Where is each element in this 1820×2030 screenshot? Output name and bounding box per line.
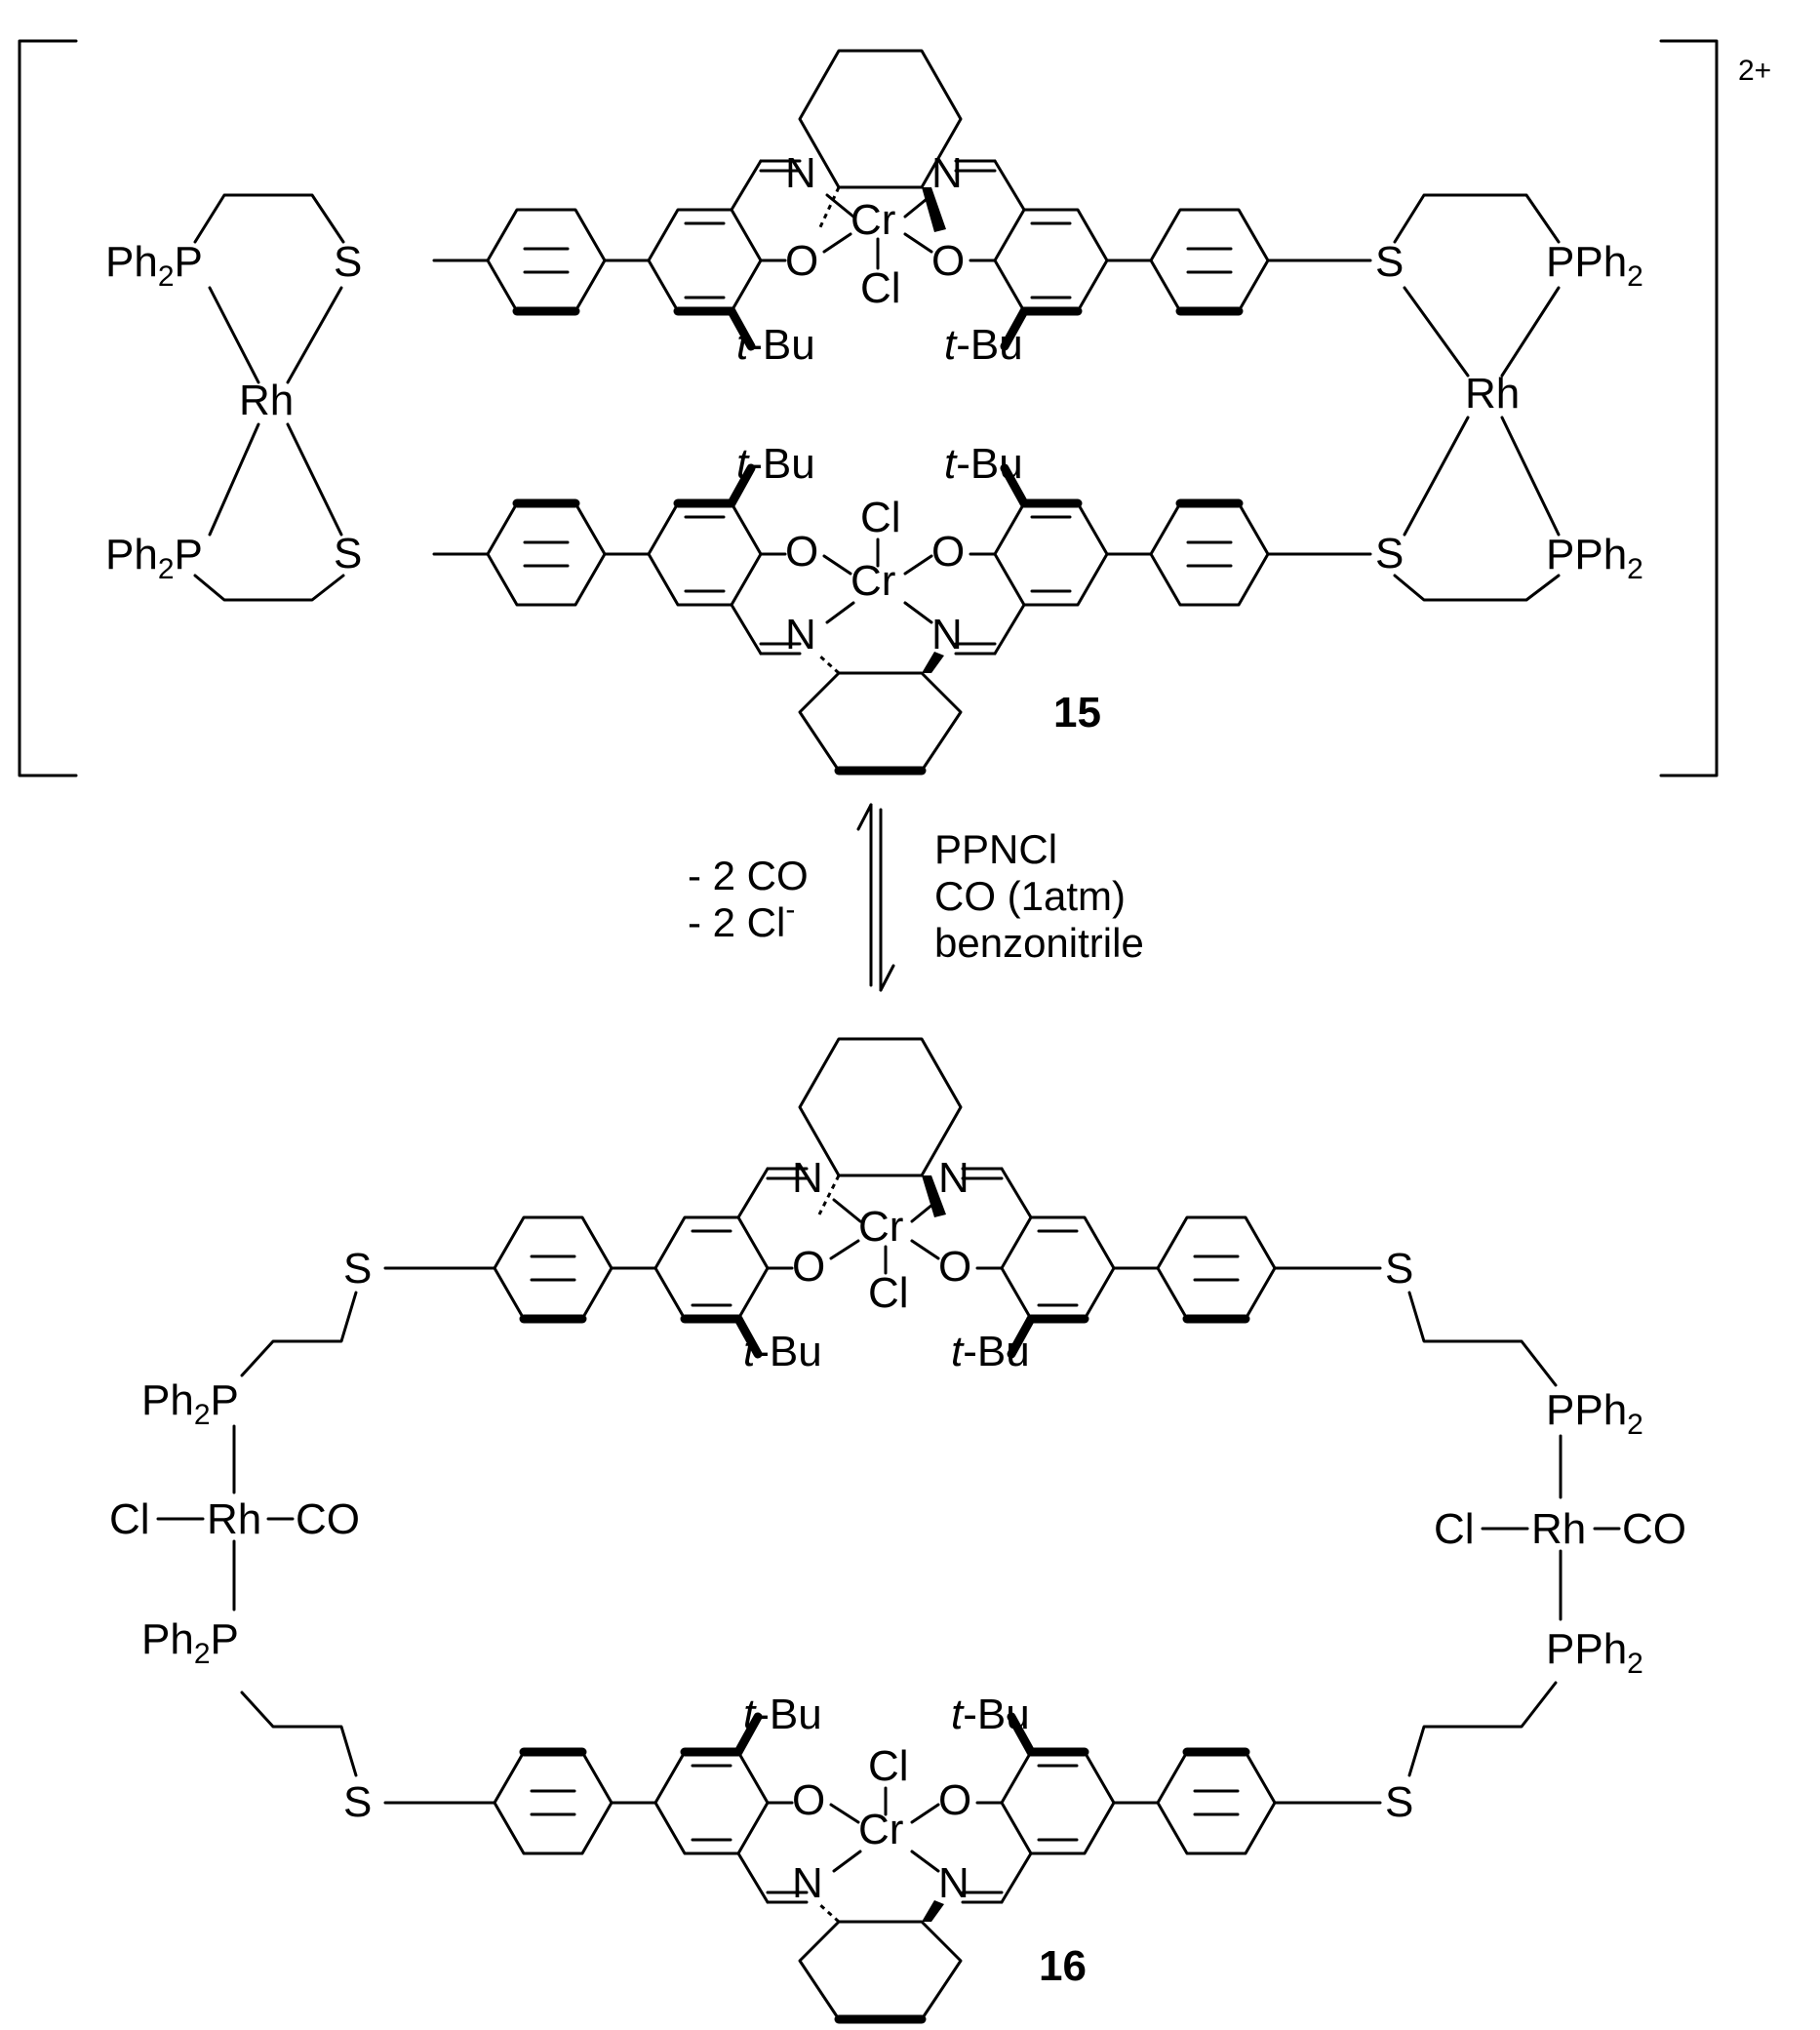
atom-cr-16b: Cr (858, 1806, 903, 1853)
pph2-top-right-15: PPh2 (1546, 238, 1643, 293)
atom-n-right-15a: N (931, 149, 963, 197)
atom-cl-rh-right-16: Cl (1434, 1505, 1475, 1553)
tbu-right-16b: t-Bu (951, 1691, 1030, 1738)
atom-co-right-16: CO (1622, 1505, 1686, 1553)
bracket-right (1659, 39, 1719, 777)
atom-cl-cr-16a: Cl (868, 1269, 909, 1317)
atom-cr-15a: Cr (851, 196, 895, 244)
ph2p-top-left-16: Ph2P (141, 1376, 239, 1431)
atom-rh-left-15: Rh (239, 377, 294, 424)
atom-cl-cr-16b: Cl (868, 1742, 909, 1790)
tbu-left-16a: t-Bu (743, 1328, 822, 1375)
pph2-bottom-right-16: PPh2 (1546, 1625, 1643, 1680)
compound-id-15: 15 (1053, 689, 1101, 736)
compound-id-16: 16 (1039, 1942, 1087, 1990)
atom-s-right-15a: S (1375, 238, 1404, 286)
rh-unit-right-16: PPh2 PPh2 Cl Rh CO (1407, 1291, 1686, 1777)
compound-16-bottom-salen: Cr Cl O O N N t-Bu t-Bu S S 16 (343, 1691, 1413, 2024)
atom-co-left-16: CO (296, 1495, 360, 1543)
rh-unit-left-16: Ph2P Ph2P Cl Rh CO (109, 1291, 360, 1777)
atom-n-right-16b: N (938, 1859, 969, 1907)
rh-chelate-left-15: Ph2P Ph2P Rh (105, 193, 345, 602)
charge-label: 2+ (1738, 55, 1771, 87)
tbu-left-15b: t-Bu (736, 440, 815, 488)
atom-n-left-16b: N (792, 1859, 823, 1907)
tbu-right-16a: t-Bu (951, 1328, 1030, 1375)
ph2p-top-left-15: Ph2P (105, 238, 203, 293)
atom-rh-left-16: Rh (207, 1495, 261, 1543)
tbu-right-15b: t-Bu (944, 440, 1023, 488)
atom-s-left-16b: S (343, 1778, 372, 1826)
atom-rh-right-16: Rh (1531, 1505, 1586, 1553)
atom-o-right-15a: O (931, 237, 965, 285)
atom-n-left-15a: N (785, 149, 816, 197)
rh-chelate-right-15: PPh2 PPh2 Rh (1393, 193, 1643, 602)
ph2p-bottom-left-15: Ph2P (105, 531, 203, 585)
tbu-left-16b: t-Bu (743, 1691, 822, 1738)
tbu-right-15a: t-Bu (944, 321, 1023, 369)
atom-o-right-16b: O (938, 1776, 971, 1824)
atom-cr-16a: Cr (858, 1203, 903, 1251)
atom-rh-right-15: Rh (1465, 370, 1520, 418)
tbu-left-15a: t-Bu (736, 321, 815, 369)
equilibrium-arrows (856, 803, 895, 992)
forward-condition-3: benzonitrile (934, 920, 1144, 966)
atom-o-left-16a: O (792, 1243, 825, 1291)
atom-o-right-16a: O (938, 1243, 971, 1291)
compound-16-top-salen: N N Cr Cl O O t-Bu t-Bu S S (343, 1037, 1413, 1375)
atom-o-left-15a: O (785, 237, 818, 285)
atom-s-right-16b: S (1385, 1778, 1413, 1826)
forward-condition-1: PPNCl (934, 826, 1057, 872)
forward-conditions: PPNCl CO (1atm) benzonitrile (934, 826, 1144, 966)
reverse-conditions: - 2 CO - 2 Cl- (688, 853, 809, 945)
atom-s-left-16a: S (343, 1245, 372, 1293)
ph2p-bottom-left-16: Ph2P (141, 1615, 239, 1670)
atom-s-right-15b: S (1375, 530, 1404, 577)
pph2-bottom-right-15: PPh2 (1546, 531, 1643, 585)
reverse-condition-1: - 2 CO (688, 853, 809, 898)
pph2-top-right-16: PPh2 (1546, 1386, 1643, 1441)
atom-n-left-15b: N (785, 611, 816, 658)
atom-s-left-15b: S (334, 530, 362, 577)
reverse-condition-2: - 2 Cl- (688, 894, 795, 945)
atom-cr-15b: Cr (851, 557, 895, 605)
atom-cl-cr-15a: Cl (860, 264, 901, 312)
atom-s-right-16a: S (1385, 1245, 1413, 1293)
atom-cl-rh-left-16: Cl (109, 1495, 150, 1543)
atom-o-left-16b: O (792, 1776, 825, 1824)
atom-o-right-15b: O (931, 528, 965, 576)
atom-o-left-15b: O (785, 528, 818, 576)
compound-15-bottom-salen: Cr Cl O O N N t-Bu t-Bu S S 15 (334, 440, 1404, 776)
bracket-left (18, 39, 78, 777)
atom-cl-cr-15b: Cl (860, 494, 901, 541)
atom-n-right-15b: N (931, 611, 963, 658)
atom-s-left-15a: S (334, 238, 362, 286)
compound-15-top-salen: N N Cr Cl O O t-Bu t-Bu S S (334, 49, 1404, 369)
forward-condition-2: CO (1atm) (934, 873, 1126, 919)
